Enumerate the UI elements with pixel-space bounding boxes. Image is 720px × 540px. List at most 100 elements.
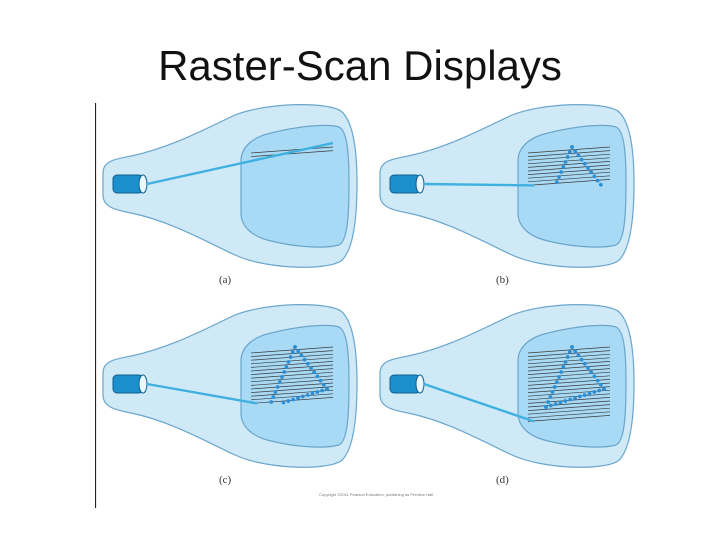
pixel-dot (573, 149, 578, 154)
pixel-dot (595, 178, 600, 183)
pixel-dot (570, 345, 574, 349)
pixel-dot (299, 353, 304, 358)
panel-d (379, 304, 635, 468)
pixel-dot (546, 400, 551, 404)
pixel-dot (576, 153, 581, 158)
pixel-dot (281, 400, 286, 405)
scan-line (250, 393, 334, 401)
pixel-dot (312, 370, 317, 375)
pixel-dot (582, 361, 587, 366)
pixel-dot (325, 387, 329, 391)
pixel-dot (305, 361, 310, 366)
pixel-dot (559, 370, 564, 374)
scan-line (527, 386, 611, 393)
panel-c (102, 304, 358, 468)
electron-gun-face (415, 374, 425, 394)
pixel-dot (563, 360, 568, 364)
pixel-dot (315, 374, 320, 379)
pixel-dot (567, 350, 572, 354)
pixel-dot (277, 380, 282, 384)
pixel-dot (544, 405, 548, 409)
electron-beam (146, 382, 258, 405)
electron-beam (423, 382, 535, 423)
pixel-dot (559, 170, 564, 174)
scan-line (527, 400, 611, 408)
raster-scan-figure: (a) (b) (c) (d) Copyright ©2011 Pearson … (95, 103, 640, 508)
scan-line (527, 146, 611, 154)
pixel-dot (271, 395, 276, 399)
scan-line (250, 375, 334, 383)
pixel-dot (300, 394, 305, 399)
pixel-dot (573, 349, 578, 354)
scan-line (527, 361, 611, 368)
scan-line (527, 171, 611, 179)
pixel-dot (561, 365, 566, 369)
pixel-dot (586, 366, 590, 370)
pixel-dot (269, 400, 274, 404)
pixel-dot (284, 365, 289, 369)
pixel-dot (602, 387, 606, 391)
pixel-dot (573, 396, 577, 400)
pixel-dot (568, 397, 573, 402)
scan-line (527, 382, 611, 390)
panel-label-c: (c) (219, 474, 232, 486)
scan-line (250, 346, 334, 354)
scan-line (527, 164, 611, 172)
pixel-dot (288, 355, 293, 359)
pixel-dot (561, 165, 566, 169)
pixel-dot (557, 375, 561, 379)
electron-gun-face (415, 174, 425, 194)
panel-b (379, 104, 635, 268)
pixel-dot (309, 366, 313, 370)
scan-line (250, 368, 334, 375)
pixel-dot (293, 345, 297, 349)
pixel-dot (576, 353, 581, 358)
pixel-dot (589, 370, 594, 375)
panel-a (102, 104, 358, 268)
crt-screen (240, 324, 350, 448)
pixel-dot (563, 399, 568, 403)
pixel-dot (592, 390, 597, 394)
scan-line (250, 386, 334, 393)
pixel-dot (554, 380, 559, 384)
scan-line (527, 389, 611, 397)
pixel-dot (286, 360, 291, 364)
copyright-note: Copyright ©2011 Pearson Education, publi… (319, 492, 433, 497)
scan-line (250, 361, 334, 368)
pixel-dot (305, 393, 310, 397)
scan-line (527, 371, 611, 379)
scan-line (527, 364, 611, 372)
pixel-dot (586, 166, 590, 170)
scan-line (527, 368, 611, 375)
pixel-dot (286, 399, 291, 403)
scan-line (250, 357, 334, 365)
pixel-dot (587, 391, 592, 396)
pixel-dot (557, 175, 561, 179)
pixel-dot (554, 180, 559, 184)
pixel-dot (579, 357, 584, 362)
electron-beam (146, 141, 334, 186)
pixel-dot (595, 378, 600, 383)
pixel-dot (296, 349, 301, 354)
pixel-dot (592, 174, 597, 179)
pixel-dot (552, 385, 557, 389)
pixel-dot (296, 396, 300, 400)
pixel-dot (302, 357, 307, 362)
scan-line (527, 357, 611, 365)
scan-line (527, 375, 611, 383)
electron-gun-face (138, 374, 148, 394)
pixel-dot (275, 385, 280, 389)
pixel-dot (280, 375, 284, 379)
pixel-dot (582, 393, 587, 397)
electron-beam (423, 182, 535, 187)
pixel-dot (315, 390, 320, 394)
pixel-dot (582, 161, 587, 166)
slide-title: Raster-Scan Displays (158, 42, 562, 89)
scan-line (250, 146, 334, 154)
scan-line (527, 346, 611, 354)
crt-screen (517, 124, 627, 248)
scan-line (527, 157, 611, 165)
electron-gun-face (138, 174, 148, 194)
scan-line (527, 407, 611, 415)
pixel-dot (290, 350, 295, 354)
